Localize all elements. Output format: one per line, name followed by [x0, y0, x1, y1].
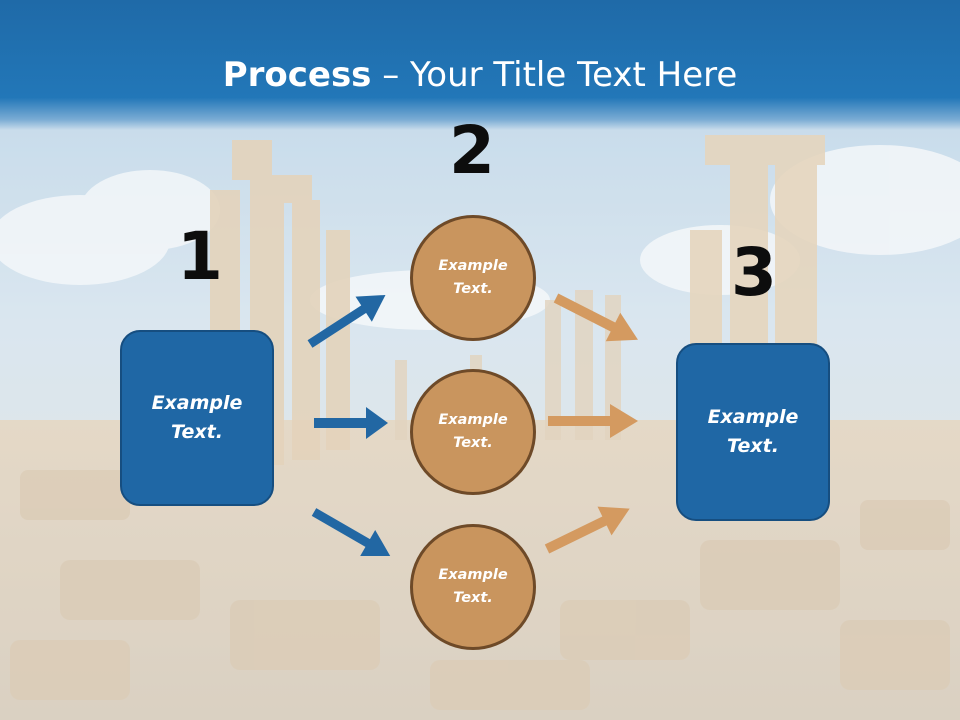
step-1-label: Example Text. — [151, 392, 243, 443]
title-bold: Process — [222, 55, 372, 95]
step-3-box: Example Text. — [676, 343, 830, 521]
circle-bottom-label: Example Text. — [438, 567, 508, 606]
slide-title: Process – Your Title Text Here — [0, 54, 960, 96]
circle-top-label: Example Text. — [438, 258, 508, 297]
title-rest: – Your Title Text Here — [371, 55, 738, 95]
step-3-label: Example Text. — [707, 406, 799, 457]
step-number-3: 3 — [731, 234, 777, 311]
step-number-1: 1 — [177, 218, 223, 295]
circle-bottom: Example Text. — [410, 524, 536, 650]
title-bar — [0, 0, 960, 130]
circle-middle-label: Example Text. — [438, 412, 508, 451]
circle-top: Example Text. — [410, 215, 536, 341]
step-1-box: Example Text. — [120, 330, 274, 506]
step-number-2: 2 — [449, 112, 495, 189]
circle-middle: Example Text. — [410, 369, 536, 495]
